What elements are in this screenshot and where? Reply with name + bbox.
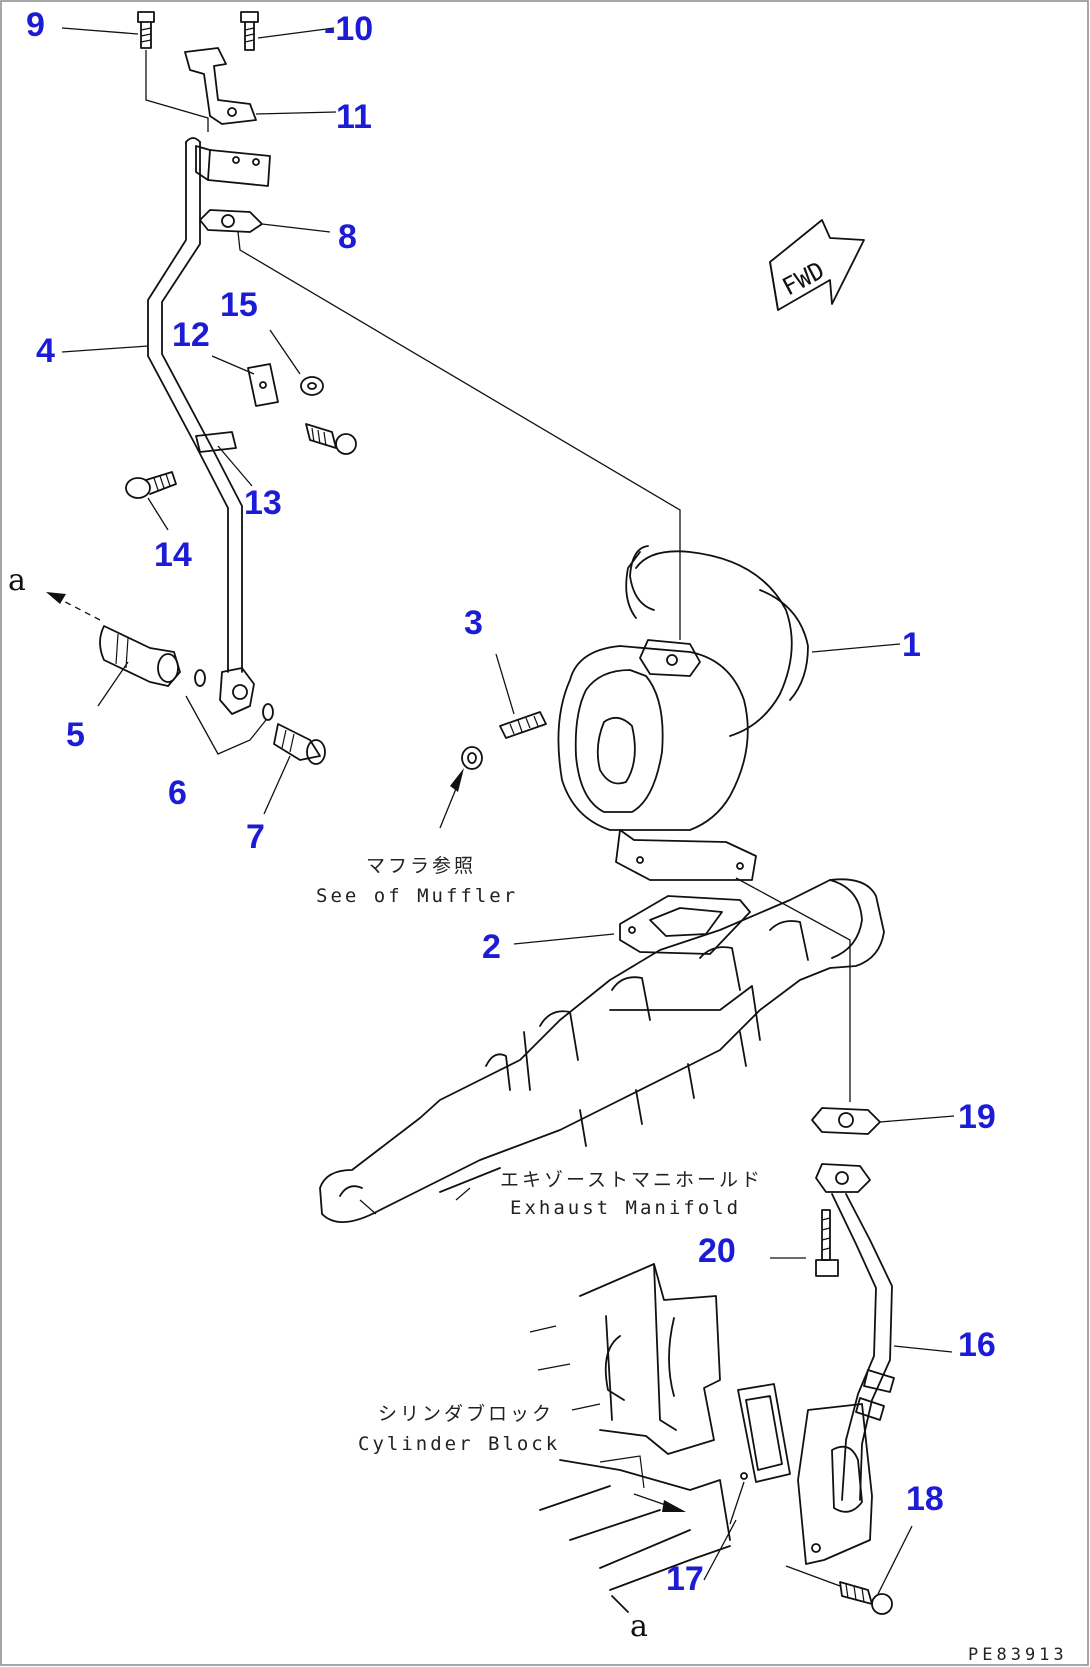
clip-12	[247, 363, 279, 407]
muffler-caption-jp: マフラ参照	[366, 855, 476, 877]
cylinder-block	[529, 1263, 731, 1613]
callout-6: 6	[168, 774, 187, 812]
oil-tube-4	[147, 137, 243, 673]
fwd-label: FWD	[778, 256, 829, 301]
gasket-2	[619, 895, 751, 955]
nut-3	[461, 746, 483, 770]
gasket-19	[811, 1107, 881, 1135]
bolt-18	[839, 1581, 893, 1615]
muffler-caption-en: See of Muffler	[316, 885, 518, 907]
washer-6b	[262, 703, 274, 721]
tube-flange	[797, 1403, 873, 1565]
direction-arrow-icon	[439, 768, 464, 829]
washer-6a	[194, 669, 206, 687]
bolt-9	[137, 11, 155, 49]
bolt-14	[125, 471, 177, 499]
clamp-13	[195, 431, 237, 453]
callout-1: 1	[902, 626, 921, 664]
callout-19: 19	[958, 1098, 996, 1136]
turbocharger-1	[557, 545, 809, 881]
callout-9: 9	[26, 6, 45, 44]
callout-8: 8	[338, 218, 357, 256]
direction-arrow-icon	[46, 592, 101, 621]
manifold-caption-jp: エキゾーストマニホールド	[500, 1169, 763, 1191]
callout-20: 20	[698, 1232, 736, 1270]
callout-11: 11	[336, 98, 372, 136]
direction-arrow-icon	[633, 1493, 686, 1512]
connector-5	[99, 625, 181, 687]
exhaust-manifold	[319, 878, 885, 1223]
fwd-arrow-icon: FWD	[769, 219, 865, 311]
ref-letter-a-bottom: a	[630, 1609, 648, 1644]
bracket-11	[184, 47, 257, 125]
ref-letter-a-top: a	[8, 563, 26, 598]
banjo-bolt-7	[273, 723, 326, 765]
callout-15: 15	[220, 286, 258, 324]
manifold-caption-en: Exhaust Manifold	[510, 1197, 741, 1219]
stud-3	[499, 711, 547, 739]
nut-15	[300, 376, 324, 396]
callout-14: 14	[154, 536, 192, 574]
drain-tube-16	[815, 1163, 895, 1501]
tube-clamp-block	[195, 145, 271, 187]
callout-16: 16	[958, 1326, 996, 1364]
callout-13: 13	[244, 484, 282, 522]
callout-2: 2	[482, 928, 501, 966]
callout-7: 7	[246, 818, 265, 856]
callout-3: 3	[464, 604, 483, 642]
block-caption-en: Cylinder Block	[358, 1433, 560, 1455]
callout-17: 17	[666, 1560, 704, 1598]
callout-4: 4	[36, 332, 55, 370]
callout-18: 18	[906, 1480, 944, 1518]
callout-10: -10	[324, 10, 373, 48]
banjo-fitting	[219, 667, 255, 715]
drawing-code: PE83913	[968, 1645, 1068, 1665]
bolt-10	[240, 11, 259, 51]
gasket-17	[737, 1383, 791, 1483]
gasket-8	[199, 209, 263, 233]
callout-5: 5	[66, 716, 85, 754]
bolt-20	[815, 1209, 839, 1277]
callout-12: 12	[172, 316, 210, 354]
block-caption-jp: シリンダブロック	[378, 1402, 554, 1425]
bolt-12-screw	[305, 423, 357, 455]
